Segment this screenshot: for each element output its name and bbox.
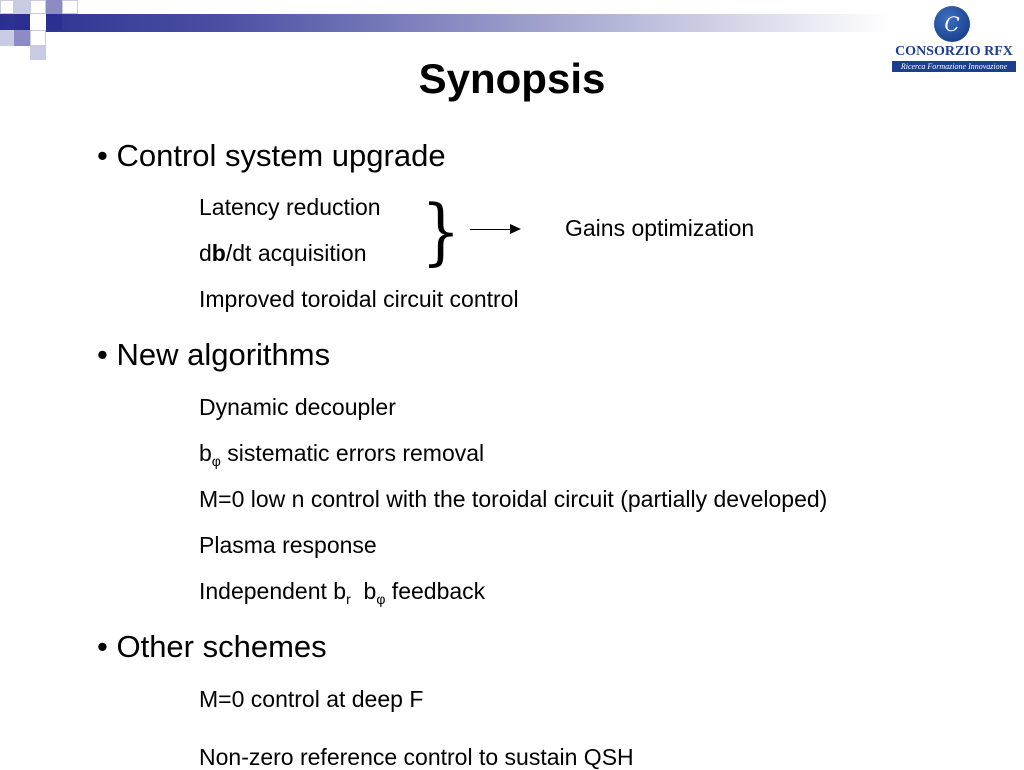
list-item: Improved toroidal circuit control (199, 286, 519, 312)
list-item: bφ sistematic errors removal (199, 440, 485, 469)
list-item: db/dt acquisition (199, 240, 367, 266)
header-square (30, 14, 46, 30)
header-square (30, 0, 46, 14)
header-square (30, 46, 46, 60)
list-item: Non-zero reference control to sustain QS… (199, 744, 634, 770)
gains-label: Gains optimization (565, 215, 755, 241)
section-heading: • New algorithms (97, 337, 331, 372)
arrow-line (470, 229, 512, 230)
list-item: Dynamic decoupler (199, 394, 396, 420)
header-square (14, 30, 30, 46)
consorzio-rfx-logo: C CONSORZIO RFX Ricerca Formazione Innov… (888, 4, 1020, 72)
list-item: Latency reduction (199, 194, 381, 220)
section-heading: • Control system upgrade (97, 138, 446, 173)
header-square (0, 0, 14, 14)
header-square (0, 30, 14, 46)
grouping-brace: } (421, 189, 461, 273)
logo-mark: C (934, 6, 970, 42)
header-square (14, 0, 30, 14)
list-item: Independent br bφ feedback (199, 578, 486, 607)
header-square (14, 14, 30, 30)
header-gradient-band (0, 14, 890, 32)
logo-tagline: Ricerca Formazione Innovazione (892, 61, 1016, 72)
section-heading: • Other schemes (97, 629, 327, 664)
header-square (30, 30, 46, 46)
list-item: Plasma response (199, 532, 377, 558)
header-square (62, 0, 78, 14)
list-item: M=0 control at deep F (199, 686, 424, 712)
header-square (46, 14, 62, 30)
logo-name: CONSORZIO RFX (895, 44, 1013, 59)
list-item: M=0 low n control with the toroidal circ… (199, 486, 828, 512)
slide-title: Synopsis (418, 55, 606, 102)
arrow-head-icon (510, 224, 521, 234)
header-square (46, 0, 62, 14)
